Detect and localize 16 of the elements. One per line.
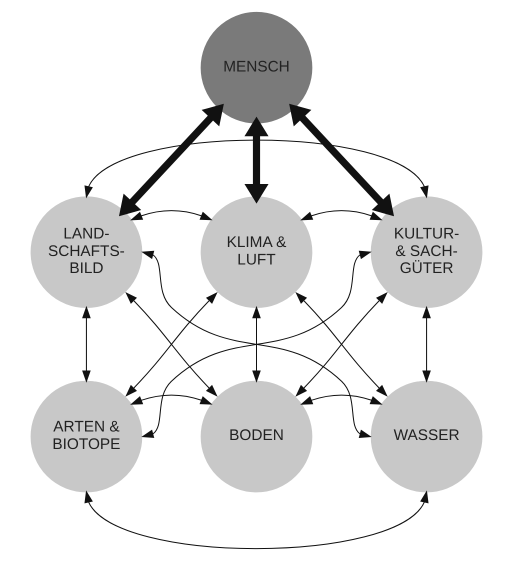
arrow [141, 250, 372, 438]
arrow [289, 104, 394, 216]
arrow [118, 104, 224, 216]
arrow [130, 210, 213, 220]
arrow [252, 306, 261, 383]
arrow [422, 306, 431, 383]
arrow [84, 140, 429, 198]
arrow [300, 210, 383, 220]
arrow [295, 292, 388, 397]
arrow [125, 292, 218, 397]
arrow [82, 306, 91, 383]
arrow [244, 116, 269, 204]
arrow [130, 394, 213, 405]
node-circle: MENSCH [200, 12, 312, 124]
arrow [300, 394, 383, 405]
arrow [84, 490, 429, 550]
